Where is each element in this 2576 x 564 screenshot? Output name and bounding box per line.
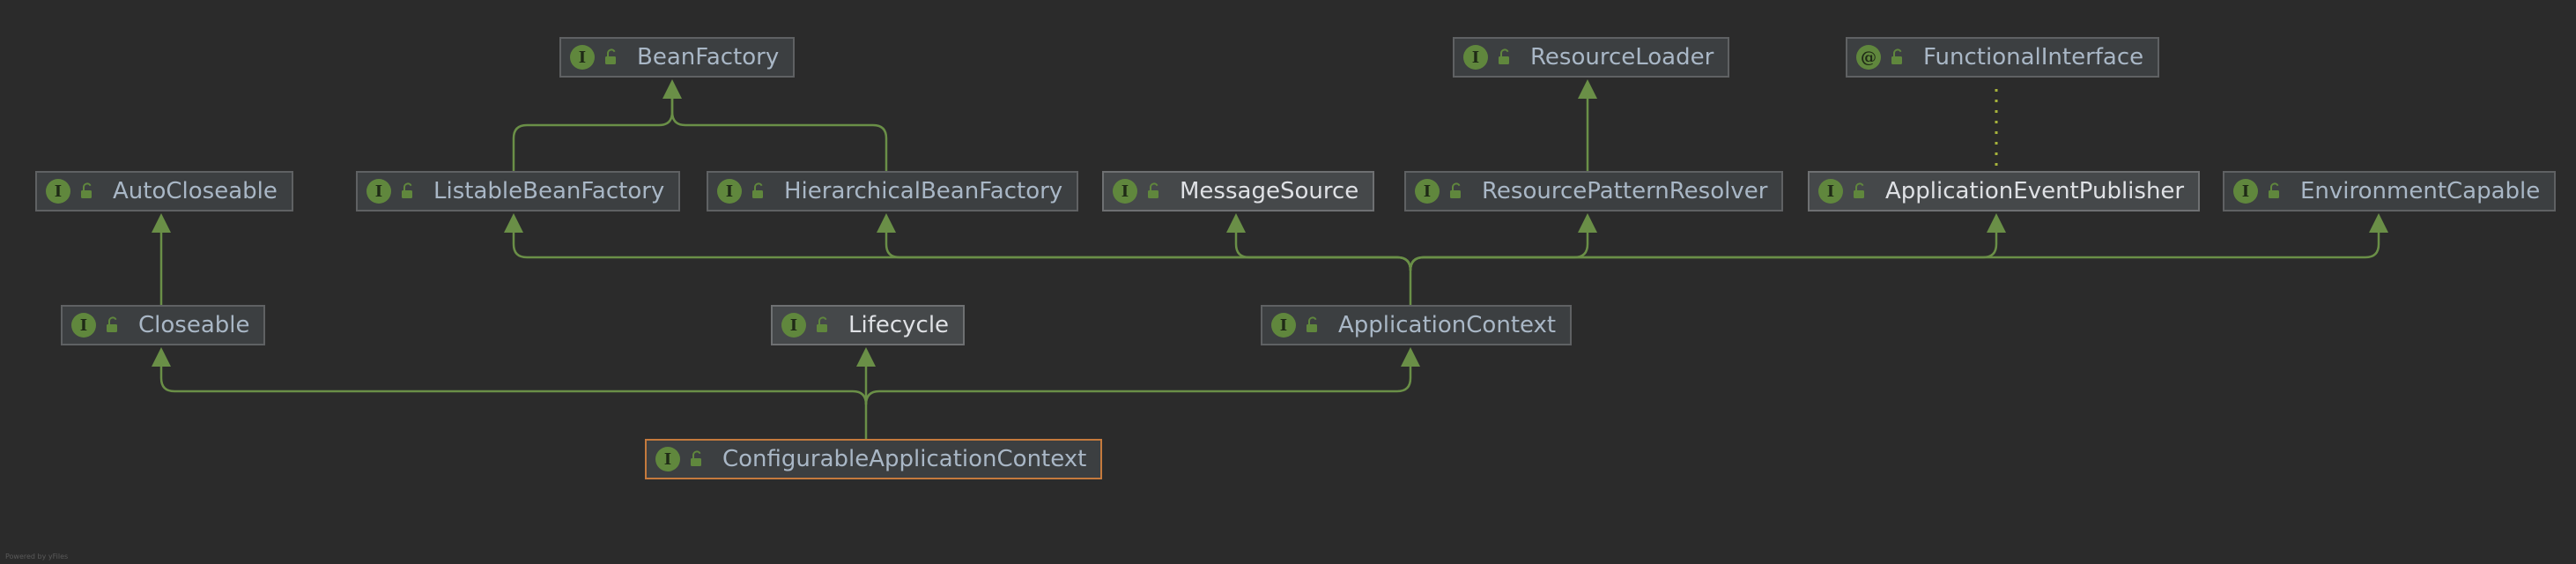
interface-icon: I (1271, 313, 1296, 338)
interface-icon: I (1415, 179, 1440, 204)
node-listablebeanfactory[interactable]: I ListableBeanFactory (356, 171, 681, 212)
node-resourceloader[interactable]: I ResourceLoader (1453, 37, 1730, 78)
arrowhead (1987, 213, 2006, 233)
node-applicationcontext[interactable]: I ApplicationContext (1261, 305, 1573, 345)
node-resourcepatternresolver[interactable]: I ResourcePatternResolver (1404, 171, 1784, 212)
edge-applicationcontext-listablebeanfactory (512, 231, 1412, 305)
interface-icon: I (366, 179, 391, 204)
node-label: MessageSource (1180, 178, 1359, 204)
node-messagesource[interactable]: I MessageSource (1102, 171, 1375, 212)
arrowhead (1226, 213, 1246, 233)
edge-configurableapplicationcontext-closeable (159, 365, 868, 439)
node-hierarchicalbeanfactory[interactable]: I HierarchicalBeanFactory (707, 171, 1079, 212)
lock-icon (1850, 182, 1869, 201)
interface-icon: I (1463, 45, 1488, 70)
node-label: FunctionalInterface (1923, 44, 2144, 70)
node-label: Lifecycle (848, 312, 950, 338)
node-label: ListableBeanFactory (433, 178, 665, 204)
node-autocloseable[interactable]: I AutoCloseable (35, 171, 293, 212)
node-label: ApplicationContext (1338, 312, 1557, 338)
lock-icon (1495, 48, 1514, 67)
interface-icon: I (655, 447, 680, 471)
interface-icon: I (717, 179, 742, 204)
arrowhead (504, 213, 523, 233)
interface-icon: I (2233, 179, 2258, 204)
edge-applicationcontext-hierarchicalbeanfactory (885, 231, 1412, 271)
interface-icon: I (1818, 179, 1843, 204)
arrowhead (1401, 347, 1420, 367)
lock-icon (103, 315, 122, 335)
arrowhead (152, 347, 171, 367)
edge-configurableapplicationcontext-applicationcontext (864, 365, 1412, 405)
node-closeable[interactable]: I Closeable (61, 305, 266, 345)
interface-icon: I (46, 179, 70, 204)
lock-icon (1144, 182, 1164, 201)
node-environmentcapable[interactable]: I EnvironmentCapable (2223, 171, 2557, 212)
arrowhead (2369, 213, 2388, 233)
footer-credit: Powered by yFiles (5, 553, 69, 560)
lock-icon (1303, 315, 1322, 335)
node-configurableapplicationcontext[interactable]: I ConfigurableApplicationContext (645, 439, 1103, 479)
node-label: Closeable (138, 312, 250, 338)
lock-icon (1888, 48, 1907, 67)
node-label: ApplicationEventPublisher (1885, 178, 2185, 204)
edge-applicationcontext-messagesource (1234, 231, 1412, 271)
lock-icon (813, 315, 833, 335)
edge-applicationcontext-environmentcapable (1409, 231, 2380, 271)
lock-icon (78, 182, 97, 201)
lock-icon (602, 48, 621, 67)
annotation-icon: @ (1856, 45, 1881, 70)
interface-icon: I (570, 45, 595, 70)
edge-applicationcontext-applicationeventpublisher (1409, 231, 1998, 271)
edge-listablebeanfactory-beanfactory (512, 99, 674, 171)
node-label: ConfigurableApplicationContext (722, 446, 1087, 472)
node-label: AutoCloseable (113, 178, 278, 204)
lock-icon (1447, 182, 1466, 201)
node-label: HierarchicalBeanFactory (784, 178, 1063, 204)
node-beanfactory[interactable]: I BeanFactory (559, 37, 796, 78)
node-label: ResourceLoader (1530, 44, 1714, 70)
arrowhead (877, 213, 896, 233)
lock-icon (749, 182, 768, 201)
arrowhead (856, 347, 876, 367)
lock-icon (398, 182, 418, 201)
lock-icon (687, 449, 707, 469)
interface-icon: I (1113, 179, 1137, 204)
interface-icon: I (71, 313, 96, 338)
lock-icon (2265, 182, 2284, 201)
arrowhead (1578, 213, 1597, 233)
node-lifecycle[interactable]: I Lifecycle (771, 305, 966, 345)
node-functionalinterface[interactable]: @ FunctionalInterface (1846, 37, 2160, 78)
edge-hierarchicalbeanfactory-beanfactory (670, 99, 888, 171)
arrowhead (663, 79, 682, 99)
arrowhead (152, 213, 171, 233)
interface-icon: I (781, 313, 806, 338)
node-label: EnvironmentCapable (2300, 178, 2541, 204)
node-label: BeanFactory (637, 44, 780, 70)
node-label: ResourcePatternResolver (1482, 178, 1768, 204)
node-applicationeventpublisher[interactable]: I ApplicationEventPublisher (1808, 171, 2201, 212)
edge-applicationcontext-resourcepatternresolver (1409, 231, 1589, 271)
arrowhead (1578, 79, 1597, 99)
